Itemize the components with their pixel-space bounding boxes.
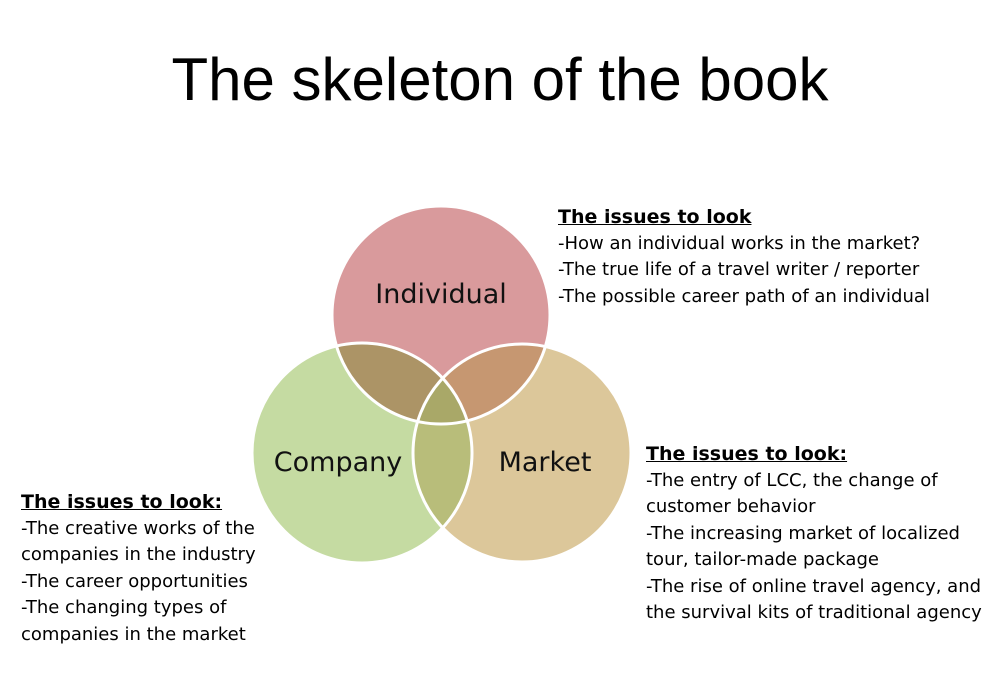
note-line: -How an individual works in the market? [558,232,921,254]
note-line: the survival kits of traditional agency [646,602,982,623]
note-company-issues: The issues to look: -The creative works … [21,489,256,648]
note-heading: The issues to look: [646,443,848,465]
note-line: -The true life of a travel writer / repo… [558,259,920,280]
note-heading: The issues to look: [21,491,223,513]
note-line: -The changing types of [21,597,227,618]
note-line: -The entry of LCC, the change of [646,469,938,491]
note-line: -The possible career path of an individu… [558,285,930,307]
note-line: companies in the industry [21,544,256,565]
note-line: -The creative works of the [21,517,255,539]
note-line: -The career opportunities [21,570,248,592]
outline-individual [330,204,552,426]
note-line: tour, tailor-made package [646,549,879,570]
outline-company [250,341,474,565]
note-heading: The issues to look [558,206,752,228]
label-individual: Individual [375,279,507,310]
diagram-title: The skeleton of the book [171,46,829,113]
note-market-issues: The issues to look: -The entry of LCC, t… [646,441,982,627]
note-line: companies in the market [21,623,246,645]
outline-market [411,342,633,564]
note-line: -The rise of online travel agency, and [646,575,982,597]
overlap-individual-market [413,344,550,424]
note-line: customer behavior [646,496,816,517]
note-line: -The increasing market of localized [646,522,960,544]
label-market: Market [499,447,592,478]
note-individual-issues: The issues to look -How an individual wo… [558,204,930,310]
overlap-individual-company [332,343,472,424]
label-company: Company [274,447,402,478]
